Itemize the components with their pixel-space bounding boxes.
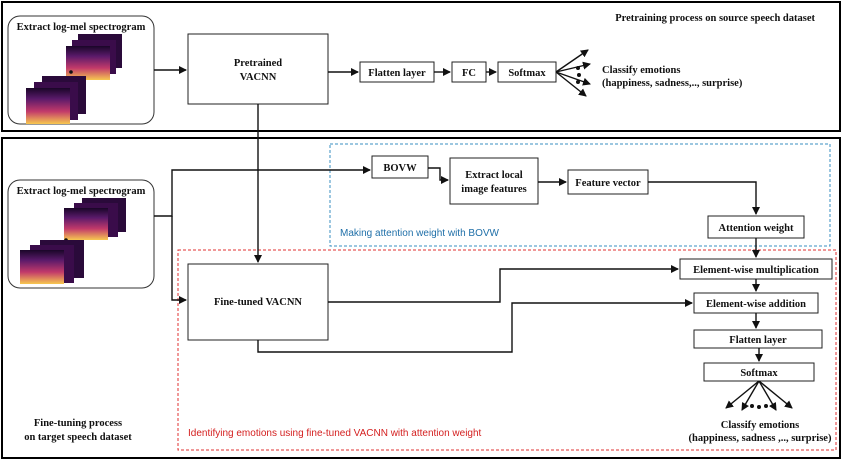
pretrain-spectrogram-stack-lower (26, 76, 86, 124)
finetune-input-label: Extract log-mel spectrogram (17, 186, 146, 197)
fanout-arrow (758, 380, 777, 411)
pretrain-fc-label: FC (462, 68, 476, 79)
ellipsis-dot (576, 80, 580, 84)
finetune-output-line1: Classify emotions (721, 420, 799, 431)
finetune-flatten-box (693, 329, 823, 349)
ellipsis-dot (757, 405, 761, 409)
edge-bovw-to-extract (428, 167, 449, 184)
spectrogram-image (64, 208, 108, 240)
fanout-arrow (741, 380, 760, 411)
finetuned-vacnn-box (187, 263, 329, 341)
pretrain-output-line1: Classify emotions (602, 65, 680, 76)
pretraining-title: Pretraining process on source speech dat… (615, 13, 815, 24)
pretrained-vacnn-box (187, 33, 329, 105)
attention-region (329, 143, 831, 247)
pretrain-output-line2: (happiness, sadness,.., surprise) (602, 78, 743, 89)
ellipsis-dot (764, 404, 768, 408)
pretrain-flatten-label: Flatten layer (368, 68, 426, 79)
fanout-arrow (758, 380, 793, 409)
fanout-arrow (555, 71, 587, 97)
finetune-fanout-arrows (725, 380, 793, 411)
fanout-arrow (555, 49, 589, 73)
elementwise-multiplication-label: Element-wise multiplication (693, 265, 819, 276)
finetuning-title-line1: Fine-tuning process (34, 418, 122, 429)
fanout-arrow (555, 71, 591, 86)
bovw-box (371, 155, 429, 179)
finetune-output-line2: (happiness, sadness ,.., surprise) (689, 433, 832, 444)
spectrogram-image (26, 88, 70, 124)
edge-finetuned-to-multiply (328, 265, 679, 303)
finetuned-vacnn-label: Fine-tuned VACNN (214, 297, 302, 308)
spectrogram-image (20, 250, 64, 284)
extract-features-box (449, 157, 539, 205)
pretrained-vacnn-label-line1: Pretrained (234, 58, 282, 69)
ellipsis-dot (750, 404, 754, 408)
fanout-arrow (555, 61, 591, 73)
pretrain-softmax-label: Softmax (508, 68, 546, 79)
finetune-flatten-label: Flatten layer (729, 335, 787, 346)
ellipsis-dot (576, 66, 580, 70)
ellipsis-dot (577, 73, 581, 77)
identify-region (177, 249, 837, 451)
bovw-label: BOVW (383, 163, 417, 174)
spectrogram-image (66, 46, 110, 80)
finetune-spectrogram-stack-upper (64, 198, 126, 240)
attention-region-caption: Making attention weight with BOVW (340, 228, 500, 239)
pretrained-vacnn-label-line2: VACNN (240, 72, 277, 83)
attention-weight-label: Attention weight (719, 223, 794, 234)
pretrain-input-label: Extract log-mel spectrogram (17, 22, 146, 33)
edge-input-to-bovw (154, 166, 371, 217)
edge-feature-vector-to-attention (648, 181, 760, 215)
finetuning-title-line2: on target speech dataset (24, 432, 132, 443)
ellipsis-dot (69, 70, 73, 74)
extract-features-line2: image features (461, 184, 526, 195)
finetune-softmax-label: Softmax (740, 368, 778, 379)
fanout-arrow (725, 380, 760, 409)
extract-features-line1: Extract local (465, 170, 523, 181)
pretrain-fanout-arrows (555, 49, 591, 97)
elementwise-addition-label: Element-wise addition (706, 299, 806, 310)
feature-vector-label: Feature vector (575, 178, 641, 189)
pretrain-input-group: Extract log-mel spectrogram (7, 15, 155, 125)
feature-vector-box (567, 169, 649, 195)
finetune-spectrogram-stack-lower (20, 240, 84, 284)
edge-finetuned-to-addition (257, 299, 693, 353)
edge-input-to-finetuned (171, 216, 187, 304)
pretrain-spectrogram-stack-upper (66, 34, 122, 80)
finetune-input-group: Extract log-mel spectrogram (7, 179, 155, 289)
identify-region-caption: Identifying emotions using fine-tuned VA… (188, 428, 482, 439)
